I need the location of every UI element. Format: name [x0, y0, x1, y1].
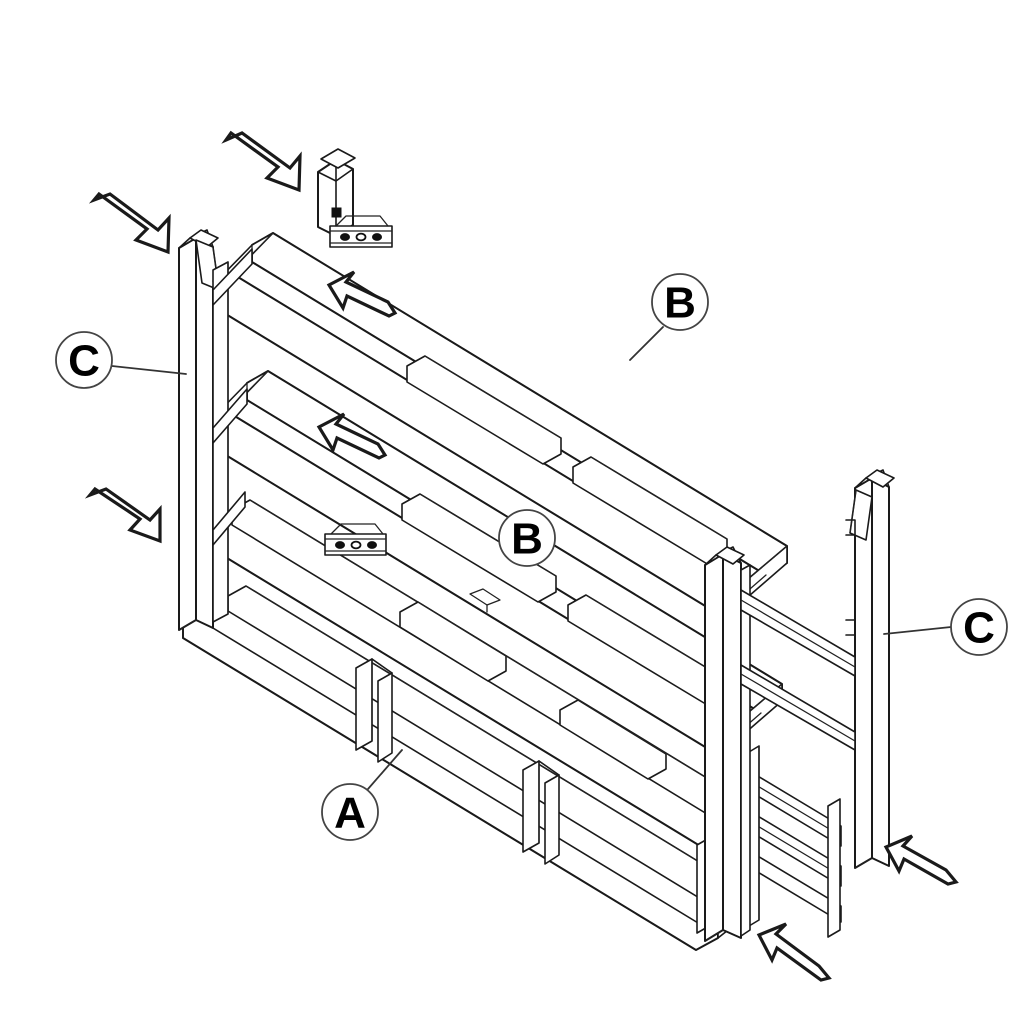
callout-label: B — [664, 279, 696, 328]
assembly-arrow-left-middle — [84, 486, 162, 544]
assembly-arrow-bottom-right — [756, 922, 832, 982]
assembly-arrow-top-right — [221, 130, 302, 193]
callout-leader-line — [367, 749, 403, 790]
middle-rail-joint-detail — [469, 588, 501, 613]
callout-leader-line — [883, 626, 952, 635]
mounting-bracket-middle — [324, 523, 387, 556]
callout-c-left[interactable]: C — [55, 331, 187, 389]
bracket-hole-center — [350, 540, 362, 550]
assembly-arrow-middle-shelf — [316, 412, 388, 460]
callout-circle — [321, 783, 379, 841]
bracket-bolt-left — [335, 541, 345, 549]
callout-b-upper[interactable]: B — [629, 273, 709, 361]
left-end-cross-rails — [212, 248, 253, 546]
callout-circle — [651, 273, 709, 331]
mounting-bracket-top — [329, 215, 393, 248]
callout-label: C — [68, 337, 100, 386]
vertical-leg-post-right-part-c — [845, 469, 895, 869]
callout-leader-line — [111, 365, 187, 375]
callout-circle — [498, 509, 556, 567]
vertical-leg-post-right-front — [704, 546, 751, 942]
bracket-bolt-left — [340, 233, 350, 241]
callout-label: A — [334, 789, 366, 838]
bracket-bolt-right — [367, 541, 377, 549]
assembly-arrow-upper-left — [88, 191, 171, 255]
shelf-frame-top-part-b — [210, 232, 788, 616]
assembly-arrow-lower-right — [883, 834, 959, 886]
callout-circle — [950, 598, 1008, 656]
callout-label: B — [511, 515, 543, 564]
right-end-cross-rails — [740, 589, 856, 751]
assembly-arrow-top-shelf — [326, 270, 398, 318]
bracket-hole-center — [355, 232, 367, 242]
bracket-bolt-right — [372, 233, 382, 241]
callout-circle — [55, 331, 113, 389]
callout-a-base[interactable]: A — [321, 749, 403, 841]
callout-c-right[interactable]: C — [883, 598, 1008, 656]
callout-b-middle[interactable]: B — [498, 509, 556, 567]
callout-label: C — [963, 604, 995, 653]
right-side-panel-rails — [730, 745, 842, 938]
callout-leader-line — [629, 326, 664, 361]
rear-leg-post-top-stub — [317, 148, 356, 237]
vertical-leg-post-left-rear — [212, 261, 229, 623]
